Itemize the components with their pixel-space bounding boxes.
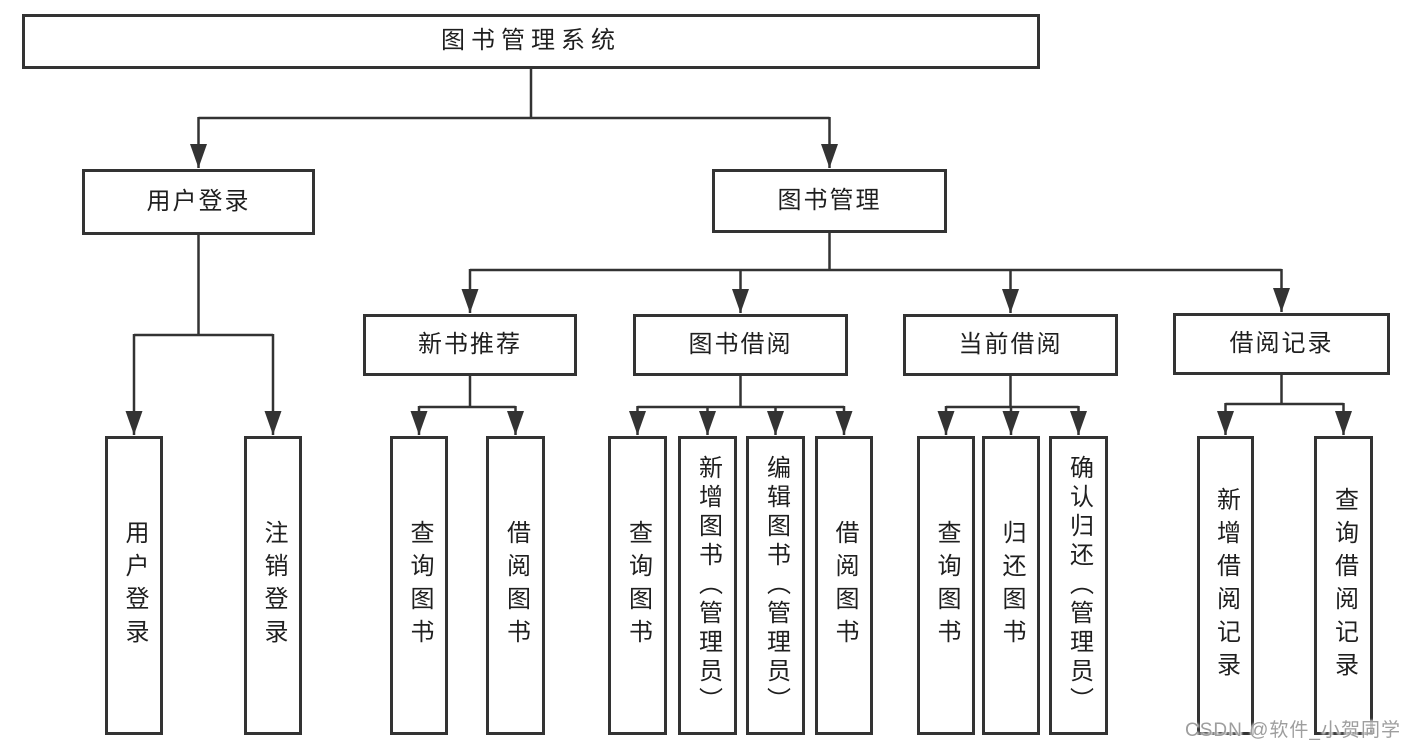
leaf-query-books-current-label: 查询图书 bbox=[933, 519, 960, 652]
leaf-return-book: 归还图书 bbox=[982, 436, 1040, 735]
leaf-query-borrow-record: 查询借阅记录 bbox=[1314, 436, 1373, 735]
node-book-management: 图书管理 bbox=[712, 169, 947, 233]
csdn-watermark: CSDN @软件_小贺同学 bbox=[1185, 720, 1401, 741]
connector-book-management-children bbox=[461, 233, 1290, 313]
leaf-borrow-books-recommend: 借阅图书 bbox=[486, 436, 545, 735]
node-library-system: 图书管理系统 bbox=[22, 14, 1040, 69]
leaf-borrow-books-recommend-label: 借阅图书 bbox=[502, 519, 530, 652]
leaf-query-books-current: 查询图书 bbox=[917, 436, 975, 735]
leaf-add-borrow-record-label: 新增借阅记录 bbox=[1212, 486, 1240, 685]
node-book-borrowing-label: 图书借阅 bbox=[688, 330, 793, 358]
leaf-add-borrow-record: 新增借阅记录 bbox=[1197, 436, 1254, 735]
leaf-query-books-recommend-label: 查询图书 bbox=[406, 519, 433, 652]
node-current-borrowing: 当前借阅 bbox=[903, 314, 1118, 376]
node-user-login: 用户登录 bbox=[82, 169, 315, 235]
leaf-add-book-admin-label: 新增图书（管理员） bbox=[694, 455, 722, 716]
node-borrowing-records: 借阅记录 bbox=[1173, 313, 1390, 375]
leaf-return-book-label: 归还图书 bbox=[998, 519, 1025, 652]
connector-book-borrowing-children bbox=[629, 376, 853, 435]
connector-current-borrowing-children bbox=[937, 376, 1087, 435]
node-borrowing-records-label: 借阅记录 bbox=[1229, 329, 1334, 357]
leaf-query-books-borrowing-label: 查询图书 bbox=[624, 519, 652, 652]
connector-new-book-recommend-children bbox=[410, 376, 524, 435]
node-current-borrowing-label: 当前借阅 bbox=[958, 330, 1063, 358]
leaf-user-login-label: 用户登录 bbox=[121, 519, 148, 652]
leaf-query-books-recommend: 查询图书 bbox=[390, 436, 448, 735]
leaf-query-books-borrowing: 查询图书 bbox=[608, 436, 667, 735]
leaf-confirm-return-admin: 确认归还（管理员） bbox=[1049, 436, 1108, 735]
node-user-login-label: 用户登录 bbox=[146, 187, 251, 215]
node-book-management-label: 图书管理 bbox=[777, 186, 882, 214]
connector-borrowing-records-children bbox=[1217, 375, 1352, 435]
node-book-borrowing: 图书借阅 bbox=[633, 314, 848, 376]
connector-user-login-children bbox=[125, 235, 282, 435]
leaf-logout: 注销登录 bbox=[244, 436, 302, 735]
leaf-add-book-admin: 新增图书（管理员） bbox=[678, 436, 737, 735]
leaf-query-borrow-record-label: 查询借阅记录 bbox=[1330, 486, 1358, 685]
node-new-book-recommend-label: 新书推荐 bbox=[418, 330, 522, 358]
leaf-logout-label: 注销登录 bbox=[260, 519, 287, 652]
connector-root-to-level2 bbox=[190, 69, 838, 168]
leaf-edit-book-admin-label: 编辑图书（管理员） bbox=[762, 455, 790, 716]
leaf-user-login: 用户登录 bbox=[105, 436, 163, 735]
node-library-system-label: 图书管理系统 bbox=[441, 27, 621, 55]
leaf-borrow-books-borrowing-label: 借阅图书 bbox=[831, 519, 858, 652]
leaf-edit-book-admin: 编辑图书（管理员） bbox=[746, 436, 805, 735]
node-new-book-recommend: 新书推荐 bbox=[363, 314, 577, 376]
leaf-confirm-return-admin-label: 确认归还（管理员） bbox=[1065, 455, 1093, 716]
leaf-borrow-books-borrowing: 借阅图书 bbox=[815, 436, 873, 735]
